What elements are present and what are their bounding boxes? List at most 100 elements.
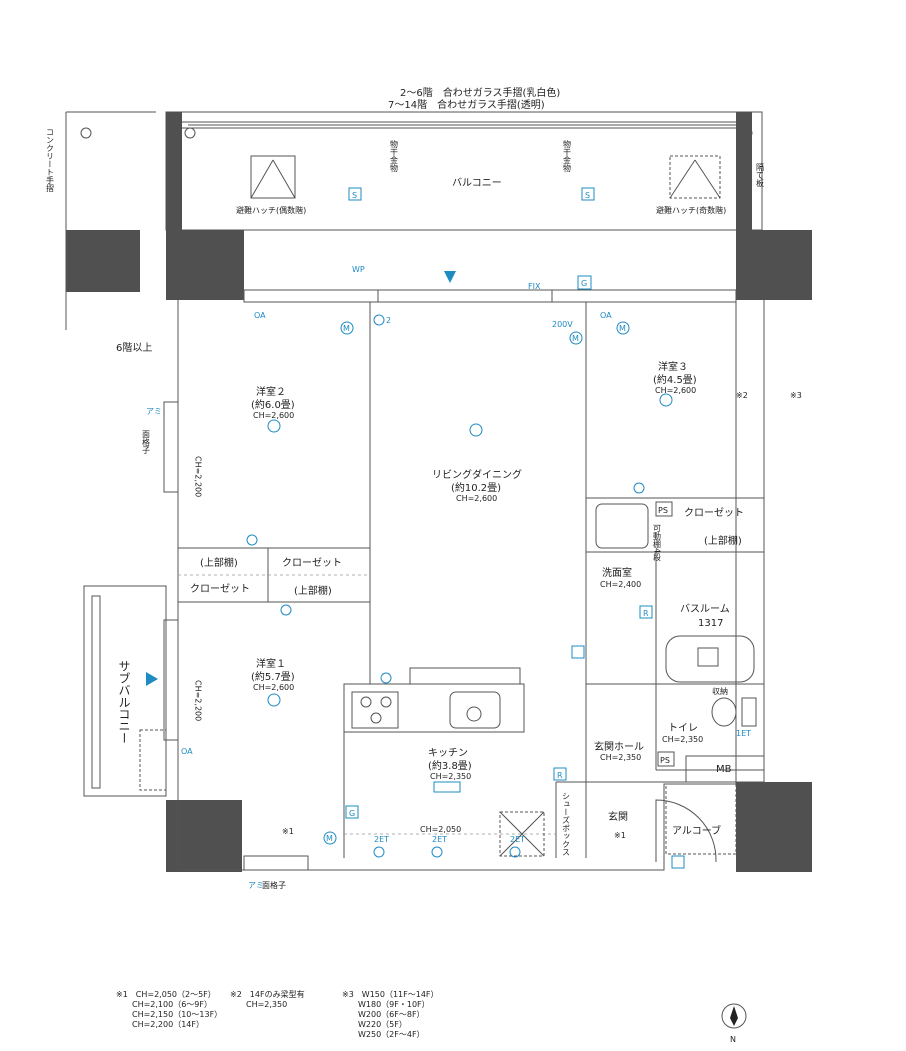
room-name: トイレ xyxy=(668,723,698,734)
hatch-box xyxy=(139,729,167,791)
upper-shelf-label: (上部棚) xyxy=(704,534,742,547)
m-label: M xyxy=(343,324,350,333)
column xyxy=(166,230,244,300)
railing-note-line2: 7〜14階 合わせガラス手摺(透明) xyxy=(388,98,545,111)
movable-shelf-label: 可動棚4段 xyxy=(653,524,662,562)
lattice-window-bottom xyxy=(243,855,309,871)
kitchen-light-icon xyxy=(433,781,461,793)
ch-2050-label: CH=2,050 xyxy=(420,825,461,834)
drying-hardware-left: 物干金物 xyxy=(390,139,399,173)
room-name: 洋室３ xyxy=(658,360,688,373)
burner-icon xyxy=(360,696,372,708)
fridge-space xyxy=(499,811,545,857)
sub-balcony-label: サブバルコニー xyxy=(117,660,131,744)
intercom-icon xyxy=(671,855,685,869)
fridge-space-x xyxy=(499,811,545,857)
concrete-railing-label: コンクリート手摺 xyxy=(46,128,55,193)
outlet-icon xyxy=(431,846,443,858)
washbasin-icon xyxy=(595,503,649,549)
entry-arrow-icon xyxy=(444,271,456,283)
window-band xyxy=(243,289,737,303)
evacuation-hatch-even xyxy=(250,155,296,199)
compass-label: N xyxy=(730,1035,736,1044)
evacuation-hatch-odd xyxy=(669,155,721,199)
ps-label: PS xyxy=(658,506,668,515)
room-washroom: 洗面室 CH=2,400 xyxy=(600,566,641,589)
room-entrance-hall: 玄関ホール CH=2,350 xyxy=(594,740,644,762)
ps-box xyxy=(657,751,675,767)
room-ch: CH=2,600 xyxy=(655,386,696,395)
burner-icon xyxy=(380,696,392,708)
column xyxy=(166,800,242,872)
room-size: (約10.2畳) xyxy=(451,481,501,494)
room-ch: CH=2,600 xyxy=(253,683,294,692)
room-name: リビングダイニング xyxy=(432,468,522,481)
ceiling-light-icon xyxy=(267,693,281,707)
wp-label: WP xyxy=(352,265,365,274)
room-name: 洋室１ xyxy=(256,657,286,670)
toilet-icon xyxy=(711,697,737,727)
m-label: M xyxy=(572,334,579,343)
room-ch: CH=2,350 xyxy=(662,735,703,744)
balcony-label: バルコニー xyxy=(452,177,502,189)
entry-arrow-icon xyxy=(146,672,158,686)
room-ch: CH=2,350 xyxy=(430,772,471,781)
room-name: キッチン xyxy=(428,747,468,759)
lattice-window xyxy=(163,401,179,493)
compass-icon xyxy=(721,1003,747,1029)
g-mark-text: G xyxy=(349,809,355,818)
upper-shelf-label: (上部棚) xyxy=(294,584,332,597)
entrance-door-icon xyxy=(655,799,717,863)
mb-label: MB xyxy=(716,764,732,775)
hatch-odd-label: 避難ハッチ(奇数階) xyxy=(656,205,726,215)
shoe-box-label: シューズボックス xyxy=(562,792,571,856)
closet-label-w3: クローゼット xyxy=(684,507,744,519)
sink-icon xyxy=(449,691,501,729)
g-mark-icon xyxy=(345,805,359,819)
room-name: 玄関ホール xyxy=(594,740,644,753)
bathtub-icon xyxy=(665,635,755,683)
ps-label: PS xyxy=(660,756,670,765)
room-size: (約4.5畳) xyxy=(653,373,697,386)
sub-balcony-outline xyxy=(83,585,167,797)
room-entrance: 玄関 ※1 xyxy=(608,810,628,840)
storage-label: 収納 xyxy=(712,686,728,696)
kitchen-counter xyxy=(343,683,525,733)
alcove-outline xyxy=(665,783,737,855)
sub-balcony-railing xyxy=(91,595,101,789)
lattice-label: 面格子 xyxy=(142,430,151,454)
note1-mark: ※1 xyxy=(282,827,294,836)
mb-box xyxy=(685,755,765,783)
footnote-2: ※2 14Fのみ梁型有 CH=2,350 xyxy=(230,990,305,1009)
oa-label: OA xyxy=(181,747,193,756)
upper-shelf-label: (上部棚) xyxy=(200,556,238,569)
hatch-even-label: 避難ハッチ(偶数階) xyxy=(236,205,306,215)
m-outlet-icon xyxy=(569,331,583,345)
outlet-icon xyxy=(246,534,258,546)
column xyxy=(66,230,140,292)
wall xyxy=(736,112,752,234)
lattice-bottom-label: 面格子 xyxy=(262,880,286,890)
g-mark-text: G xyxy=(581,279,587,288)
room-ch: CH=2,600 xyxy=(456,494,497,503)
room-ch: CH=2,350 xyxy=(600,753,641,762)
ceiling-light-icon xyxy=(469,423,483,437)
room-living: リビングダイニング (約10.2畳) CH=2,600 xyxy=(432,468,522,503)
outlet-count: 2 xyxy=(386,316,391,325)
outlet-icon xyxy=(380,672,392,684)
1et-label: 1ET xyxy=(736,729,751,738)
room-size: 1317 xyxy=(698,618,723,629)
outlet-icon xyxy=(633,482,645,494)
room-name: 玄関 xyxy=(608,810,628,823)
closet-label-w1: クローゼット xyxy=(190,583,250,595)
r-mark-icon xyxy=(553,767,567,781)
oa-label: OA xyxy=(254,311,266,320)
room-kitchen: キッチン (約3.8畳) CH=2,350 xyxy=(428,747,472,781)
room-western1: 洋室１ (約5.7畳) CH=2,600 xyxy=(251,657,295,692)
2et-label: 2ET xyxy=(432,835,447,844)
2et-label: 2ET xyxy=(374,835,389,844)
ceiling-light-icon xyxy=(659,393,673,407)
2et-label: 2ET xyxy=(510,835,525,844)
alcove-label: アルコーブ xyxy=(672,824,721,837)
